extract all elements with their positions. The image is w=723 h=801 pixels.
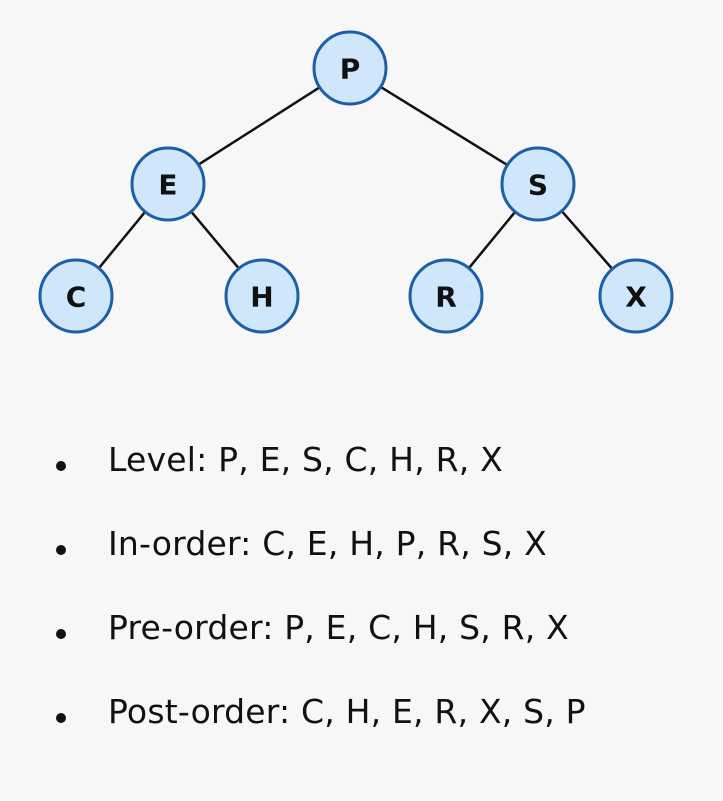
tree-node-h: H [224,258,300,334]
node-label: E [158,169,177,202]
bullet-icon [56,545,66,555]
binary-tree-diagram: P E S C H R X [38,30,674,334]
node-circle [38,258,114,334]
traversal-post-order-text: Post-order: C, H, E, R, X, S, P [108,692,586,731]
tree-nodes: P E S C H R X [38,30,674,334]
node-label: S [528,169,548,202]
tree-node-p: P [312,30,388,106]
traversal-pre-order-text: Pre-order: P, E, C, H, S, R, X [108,608,569,647]
traversal-in-order-text: In-order: C, E, H, P, R, S, X [108,524,547,563]
tree-node-x: X [598,258,674,334]
edge-p-s [379,85,509,167]
traversal-in-order-item: In-order: C, E, H, P, R, S, X [0,514,723,598]
node-label: H [250,281,273,314]
edge-e-h [190,210,240,270]
node-circle [130,146,206,222]
node-circle [500,146,576,222]
traversal-level-item: Level: P, E, S, C, H, R, X [0,430,723,514]
bullet-icon [56,713,66,723]
tree-node-r: R [408,258,484,334]
edge-e-c [97,211,147,269]
edge-s-x [560,210,614,270]
node-label: X [625,281,647,314]
traversal-level-text: Level: P, E, S, C, H, R, X [108,440,503,479]
bullet-icon [56,629,66,639]
edge-s-r [467,211,517,269]
node-label: C [66,281,87,314]
node-label: R [435,281,457,314]
tree-node-c: C [38,258,114,334]
traversal-list: Level: P, E, S, C, H, R, X In-order: C, … [0,430,723,766]
tree-node-s: S [500,146,576,222]
edge-p-e [197,86,321,166]
node-circle [224,258,300,334]
bullet-icon [56,461,66,471]
traversal-post-order-item: Post-order: C, H, E, R, X, S, P [0,682,723,766]
tree-edges [97,85,614,270]
node-circle [598,258,674,334]
node-circle [408,258,484,334]
tree-node-e: E [130,146,206,222]
traversal-pre-order-item: Pre-order: P, E, C, H, S, R, X [0,598,723,682]
node-circle [312,30,388,106]
node-label: P [340,53,361,86]
